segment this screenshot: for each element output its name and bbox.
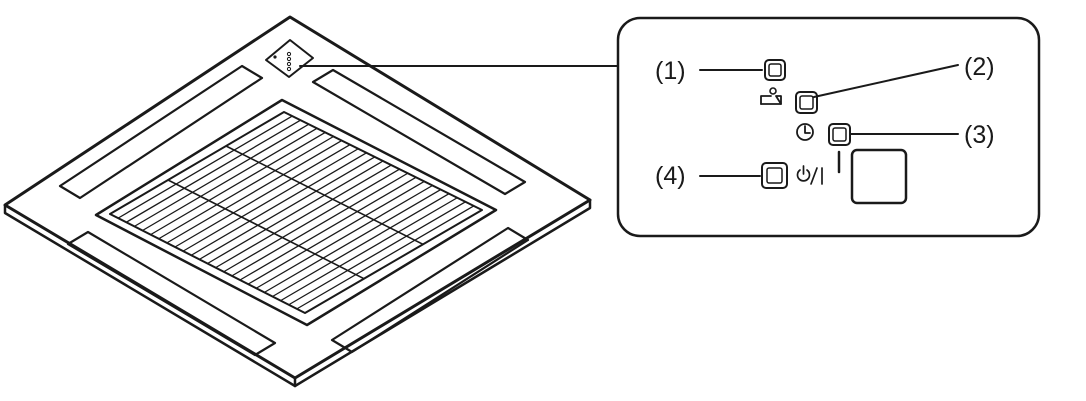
air-outlet-top-right bbox=[311, 68, 527, 196]
grille-slat bbox=[117, 115, 293, 219]
grille-slat bbox=[166, 140, 343, 244]
grille-divider bbox=[167, 179, 365, 280]
grille-slat bbox=[158, 135, 334, 240]
grille-slat bbox=[150, 131, 326, 236]
operation-lamp bbox=[764, 59, 786, 81]
label-4: (4) bbox=[655, 162, 686, 190]
filter-lamp-inner bbox=[799, 95, 814, 110]
power-button[interactable] bbox=[761, 162, 788, 189]
grille-slat bbox=[255, 184, 433, 289]
cassette-unit bbox=[3, 15, 592, 388]
timer-lamp bbox=[828, 123, 851, 146]
grille-slat bbox=[247, 180, 425, 285]
operation-lamp-inner bbox=[768, 63, 782, 77]
grille-divider bbox=[225, 145, 424, 246]
grille-slat bbox=[190, 152, 367, 256]
grille-slat bbox=[280, 197, 458, 302]
grille-slat bbox=[215, 164, 392, 269]
grille-slat bbox=[223, 168, 400, 273]
grille-slat bbox=[207, 160, 384, 265]
display-detail-box: (1) (2) (3) (4) bbox=[616, 16, 1041, 238]
cassette-lamps-icon bbox=[273, 51, 292, 72]
air-outlet-bottom-left bbox=[66, 230, 277, 357]
grille-slat bbox=[272, 193, 450, 298]
label-1: (1) bbox=[655, 57, 686, 85]
timer-icon bbox=[796, 123, 814, 141]
grille-slat bbox=[174, 144, 351, 248]
timer-lamp-inner bbox=[832, 127, 847, 142]
grille-slat bbox=[296, 205, 475, 310]
power-on-off-icon bbox=[796, 165, 823, 185]
label-3: (3) bbox=[964, 121, 995, 149]
grille-slat bbox=[239, 176, 417, 281]
air-outlet-bottom-right bbox=[330, 226, 530, 354]
grille-frame-outer bbox=[94, 98, 498, 327]
panel-edge bbox=[3, 198, 592, 388]
grille-slat bbox=[134, 123, 310, 227]
signal-receiver-window bbox=[850, 148, 908, 205]
grille-slat bbox=[142, 127, 318, 232]
grille-slat bbox=[264, 189, 442, 293]
grille-slat bbox=[182, 148, 359, 252]
detail-box-frame bbox=[616, 16, 1041, 238]
leader-line-2 bbox=[813, 64, 959, 98]
grille-slat bbox=[288, 201, 466, 306]
grille-slat bbox=[125, 119, 301, 223]
filter-lamp bbox=[795, 91, 818, 114]
label-2: (2) bbox=[964, 53, 995, 81]
filter-sign-icon bbox=[760, 87, 782, 105]
grille-slat bbox=[231, 172, 409, 277]
grille-slat bbox=[199, 156, 376, 260]
air-outlet-top-left bbox=[58, 64, 264, 200]
cassette-display-panel bbox=[265, 39, 314, 78]
power-button-inner bbox=[766, 167, 783, 184]
intake-grille bbox=[117, 115, 475, 310]
